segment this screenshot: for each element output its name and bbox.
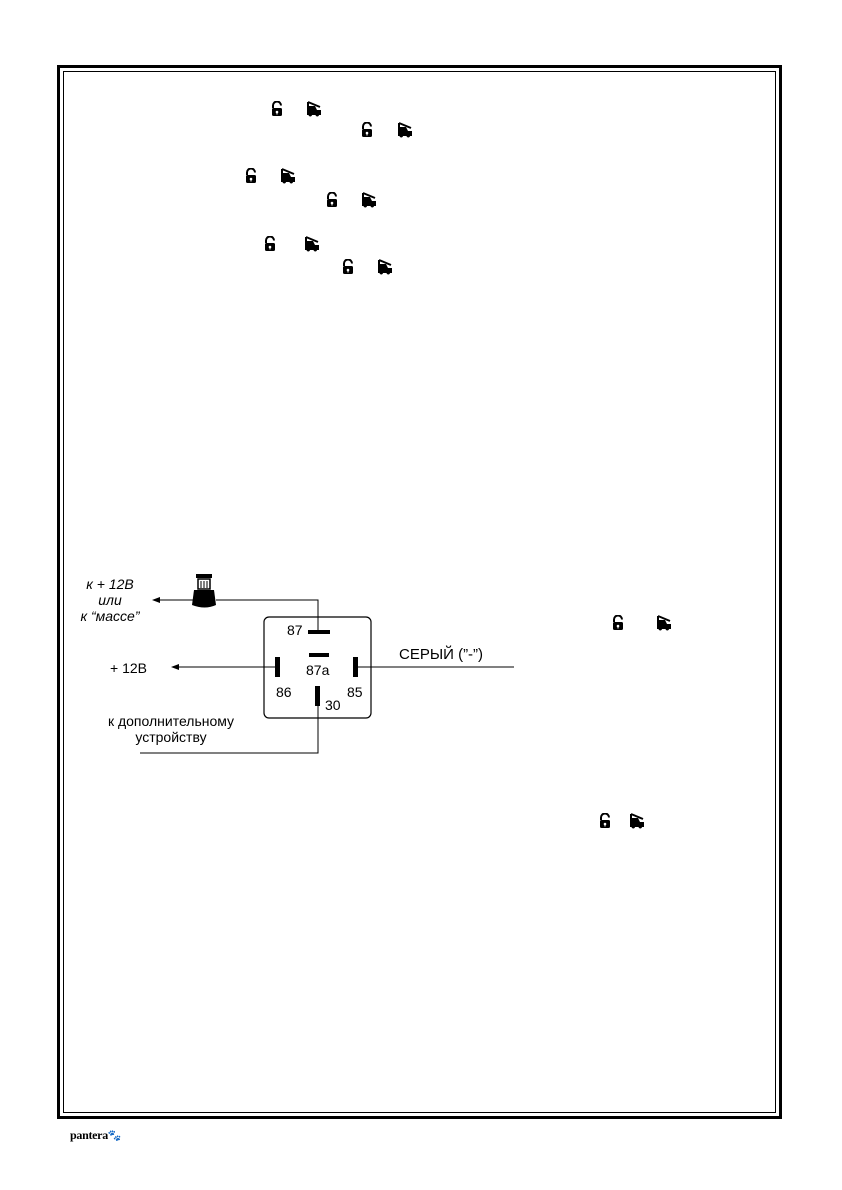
pantera-logo: pantera🐾 — [70, 1128, 122, 1142]
pin-87-label: 87 — [287, 622, 303, 638]
page-border-inner — [63, 71, 776, 1113]
label-plus-12v: + 12В — [110, 660, 147, 676]
label-additional-device: к дополнительному устройству — [107, 713, 235, 745]
pin-86-label: 86 — [276, 684, 292, 700]
pin-87a-label: 87a — [306, 662, 330, 678]
page-border-outer — [57, 65, 782, 1119]
fuse-icon — [192, 574, 216, 608]
pin-30-label: 30 — [325, 697, 341, 713]
label-gray-wire: СЕРЫЙ (”-”) — [399, 646, 484, 663]
pin-85-label: 85 — [347, 684, 363, 700]
label-12v-or-ground: к + 12В или к “массе” — [80, 576, 140, 624]
